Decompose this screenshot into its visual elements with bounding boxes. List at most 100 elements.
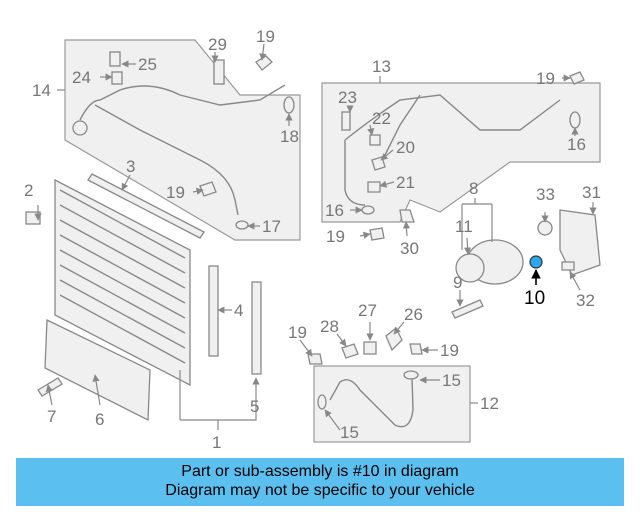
switch-21: [367, 181, 381, 193]
bolt-19-top: [255, 55, 273, 71]
notice-line-2: Diagram may not be specific to your vehi…: [165, 482, 475, 499]
label-17: 17: [262, 217, 281, 236]
leader-32: [569, 271, 581, 291]
group-panel-14: [64, 39, 301, 241]
label-16: 16: [325, 201, 344, 220]
label-5: 5: [250, 397, 259, 416]
label-14: 14: [32, 81, 51, 100]
valve-25: [109, 51, 121, 67]
valve-23: [341, 111, 351, 131]
label-33: 33: [536, 185, 555, 204]
leader-21: [379, 180, 395, 188]
label-31: 31: [582, 183, 601, 202]
label-15: 15: [340, 423, 359, 442]
valve-27: [363, 341, 377, 355]
hose-13-branch: [379, 94, 421, 166]
hose-14-assembly: [79, 84, 286, 121]
leader-30: [402, 221, 411, 237]
valve-24: [111, 71, 123, 85]
label-13: 13: [372, 57, 391, 76]
label-11: 11: [455, 217, 473, 236]
label-23: 23: [338, 88, 357, 107]
hose-13-assembly: [344, 94, 561, 206]
label-24: 24: [72, 68, 91, 87]
drier-5: [251, 281, 262, 375]
condenser-3: [54, 178, 191, 387]
oring-15-top: [403, 370, 419, 380]
leader-11: [464, 237, 472, 255]
label-19: 19: [536, 69, 555, 88]
leader-26: [393, 321, 405, 335]
label-10: 10: [524, 288, 545, 309]
leader-3: [121, 174, 131, 191]
label-2: 2: [24, 181, 33, 200]
label-15: 15: [442, 371, 461, 390]
oring-16-left: [361, 205, 375, 215]
hose-12: [329, 377, 414, 428]
label-3: 3: [126, 157, 135, 176]
oring-15-bottom: [317, 394, 327, 410]
seal-6: [44, 318, 151, 422]
label-4: 4: [234, 301, 243, 320]
bolt-19-bottom-left: [307, 353, 323, 365]
group-panel-13: [321, 82, 601, 223]
oring-17: [235, 220, 249, 230]
bracket-4: [208, 265, 219, 357]
bolt-9: [451, 299, 484, 319]
sensor-29: [213, 59, 225, 85]
diagram-notice-banner: Part or sub-assembly is #10 in diagram D…: [16, 458, 624, 506]
label-1: 1: [212, 433, 221, 452]
leader-19d: [359, 231, 371, 239]
bolt-19-bottom-right: [409, 343, 423, 355]
leader-22: [367, 124, 375, 136]
label-16: 16: [567, 135, 586, 154]
leader-19e: [299, 339, 313, 357]
condenser-fins: [59, 189, 186, 364]
oring-16-right: [569, 111, 581, 129]
label-9: 9: [453, 273, 462, 292]
nut-33: [537, 220, 553, 236]
valve-22: [369, 134, 381, 146]
label-7: 7: [47, 407, 56, 426]
hose-14-lower: [94, 104, 239, 216]
leader-15b: [324, 409, 341, 431]
label-20: 20: [396, 138, 415, 157]
heat-shield-31: [559, 209, 601, 276]
leader-1: [179, 370, 257, 430]
label-19: 19: [166, 183, 185, 202]
leader-19b: [192, 187, 204, 195]
label-32: 32: [576, 291, 595, 310]
label-19: 19: [326, 227, 345, 246]
label-12: 12: [480, 394, 499, 413]
label-21: 21: [396, 173, 415, 192]
leader-6: [92, 374, 101, 406]
label-29: 29: [208, 35, 227, 54]
label-19: 19: [440, 341, 459, 360]
label-6: 6: [95, 410, 104, 429]
leader-19a: [259, 43, 267, 61]
leader-8-bracket: [461, 198, 493, 250]
bolt-19-lower: [369, 227, 385, 241]
label-22: 22: [372, 109, 391, 128]
label-19: 19: [256, 27, 275, 46]
label-28: 28: [320, 317, 339, 336]
label-27: 27: [358, 301, 377, 320]
hose-fitting: [72, 120, 88, 136]
bracket-30: [399, 209, 415, 223]
clip-32: [561, 261, 575, 271]
oring-18: [283, 96, 295, 114]
leader-28: [336, 333, 347, 347]
leader-20: [380, 149, 394, 161]
parts-diagram: 29 19 25 24 14 18 17 19 2 3 4 5 1 6 7 13…: [24, 27, 601, 452]
notice-line-1: Part or sub-assembly is #10 in diagram: [181, 463, 459, 480]
condenser-bar: [87, 173, 205, 239]
label-18: 18: [280, 127, 299, 146]
bolt-28: [341, 343, 359, 359]
label-8: 8: [469, 179, 478, 198]
label-19: 19: [288, 323, 307, 342]
bracket-26: [385, 326, 403, 352]
bolt-19-right: [569, 71, 585, 85]
leader-7: [45, 384, 53, 406]
part-10-highlight: [529, 255, 543, 269]
label-26: 26: [404, 305, 423, 324]
